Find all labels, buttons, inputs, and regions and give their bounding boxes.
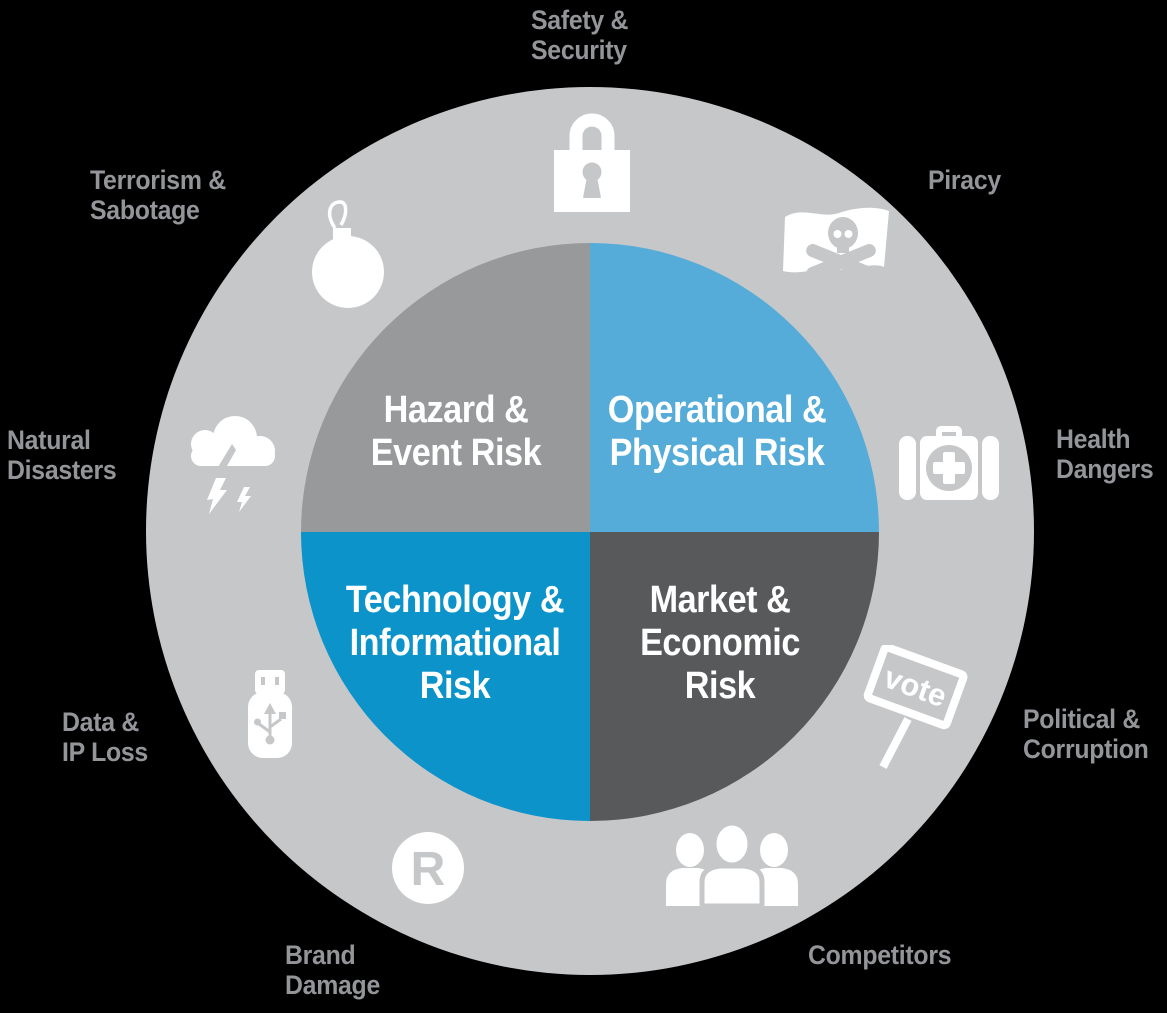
label-line: Piracy — [928, 165, 1001, 195]
label-line: Damage — [285, 970, 380, 1000]
label-line: Political & — [1023, 704, 1141, 734]
hazard-event-risk-label: Hazard & Event Risk — [321, 389, 591, 475]
piracy-label: Piracy — [928, 165, 1001, 195]
label-line: IP Loss — [62, 737, 148, 767]
label-line: Market & — [649, 579, 791, 621]
market-economic-risk-label: Market & Economic Risk — [585, 579, 855, 708]
label-line: Dangers — [1056, 454, 1154, 484]
label-line: Sabotage — [90, 195, 200, 225]
label-line: Operational & — [607, 389, 827, 431]
label-line: Corruption — [1023, 734, 1149, 764]
label-line: Event Risk — [370, 432, 542, 474]
label-line: Informational — [349, 622, 561, 664]
bomb-icon — [312, 200, 384, 308]
label-line: Economic — [640, 622, 800, 664]
lock-icon — [554, 113, 630, 212]
label-line: Risk — [684, 665, 756, 707]
label-line: Disasters — [7, 455, 117, 485]
registered-trademark-icon: R — [392, 832, 464, 904]
terrorism-sabotage-label: Terrorism & Sabotage — [90, 165, 226, 225]
label-line: Brand — [285, 940, 356, 970]
competitors-label: Competitors — [808, 940, 952, 970]
first-aid-kit-icon — [899, 426, 999, 500]
risk-quadrant-circle — [301, 243, 879, 821]
label-line: Technology & — [345, 579, 565, 621]
label-line: Health — [1056, 424, 1131, 454]
operational-physical-risk-label: Operational & Physical Risk — [582, 389, 852, 475]
label-line: Hazard & — [383, 389, 529, 431]
data-ip-loss-label: Data & IP Loss — [62, 707, 148, 767]
label-line: Physical Risk — [609, 432, 825, 474]
safety-security-label: Safety & Security — [531, 5, 628, 65]
registered-symbol-text: R — [411, 843, 446, 896]
label-line: Data & — [62, 707, 140, 737]
usb-drive-icon — [248, 670, 292, 758]
people-group-icon — [666, 822, 798, 906]
label-line: Competitors — [808, 940, 952, 970]
brand-damage-label: Brand Damage — [285, 940, 380, 1000]
technology-informational-risk-label: Technology & Informational Risk — [320, 579, 590, 708]
pirate-flag-icon — [783, 207, 889, 280]
health-dangers-label: Health Dangers — [1056, 424, 1154, 484]
label-line: Terrorism & — [90, 165, 226, 195]
storm-cloud-icon — [191, 416, 275, 514]
label-line: Risk — [419, 665, 491, 707]
natural-disasters-label: Natural Disasters — [7, 425, 117, 485]
political-corruption-label: Political & Corruption — [1023, 704, 1149, 764]
vote-sign-icon: vote — [863, 645, 968, 769]
label-line: Natural — [7, 425, 91, 455]
label-line: Safety & — [531, 5, 629, 35]
label-line: Security — [531, 35, 627, 65]
